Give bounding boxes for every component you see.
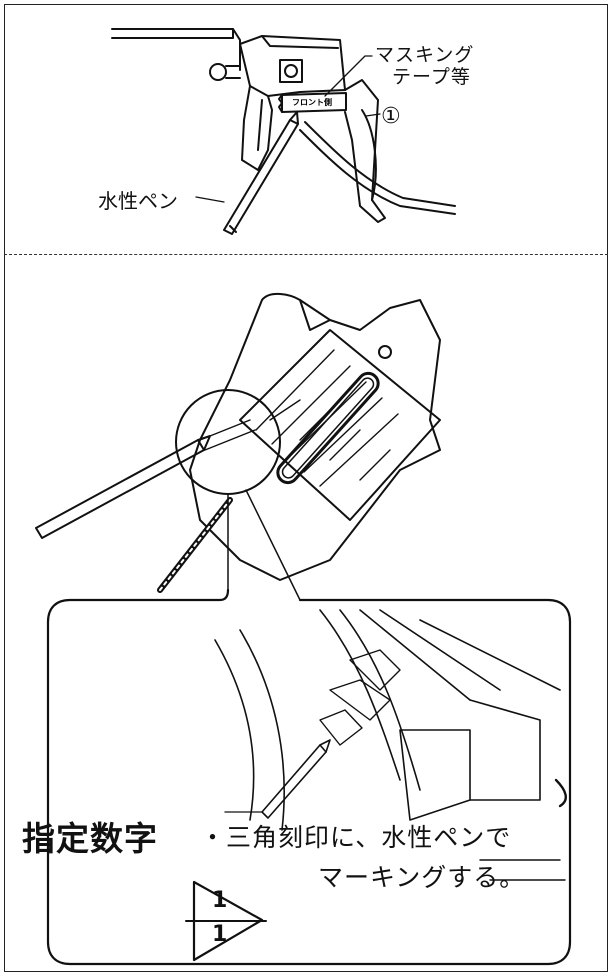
- derailleur-marking-illustration: [111, 28, 456, 235]
- masking-tape-label-line2: テープ等: [392, 66, 471, 88]
- symbol-upper-number: 1: [212, 888, 228, 913]
- instruction-line1: ・三角刻印に、水性ペンで: [200, 823, 512, 852]
- instruction-line2: マーキングする。: [318, 863, 526, 892]
- triangle-mark-symbol: [185, 880, 267, 962]
- section-divider: [4, 254, 608, 255]
- designated-digit-label: 指定数字: [22, 819, 158, 858]
- water-based-pen-label: 水性ペン: [98, 189, 178, 213]
- symbol-lower-number: 1: [212, 922, 228, 947]
- part-number-label: ①: [381, 104, 401, 129]
- figure-frame: [4, 4, 608, 972]
- tape-label: フロント側: [292, 98, 332, 107]
- masking-tape-label-line1: マスキング: [375, 44, 475, 66]
